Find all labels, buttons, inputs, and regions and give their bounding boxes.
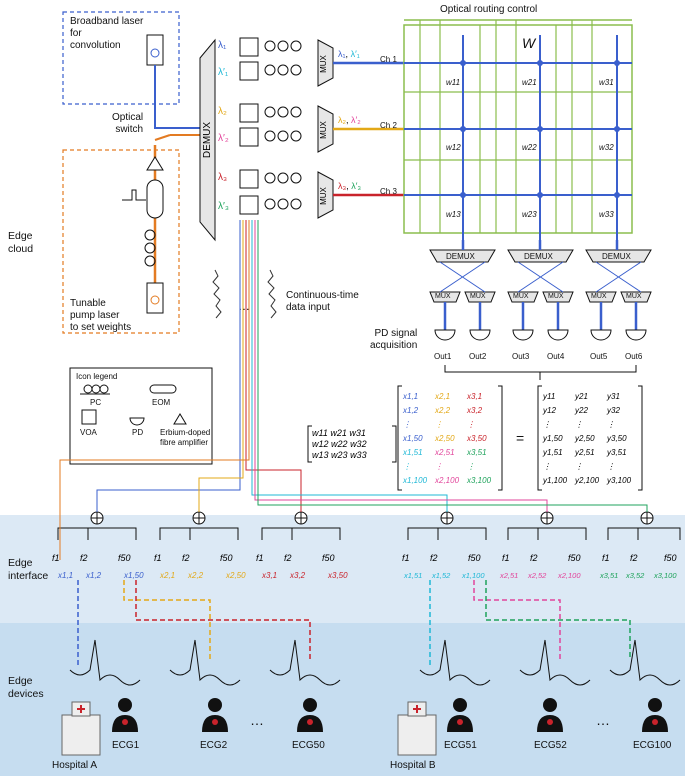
hospital-icon-a <box>61 701 101 756</box>
hospital-b-trees <box>407 511 681 540</box>
svg-text:λ′₃: λ′₃ <box>218 201 229 212</box>
ecg-waveforms <box>69 639 681 686</box>
ellipsis-a: … <box>250 712 264 728</box>
ecg1-label: ECG1 <box>112 740 140 751</box>
mux-label-5: MUX <box>591 293 607 300</box>
weight-w13: w13 <box>446 210 461 219</box>
optical-switch-label: Optical switch <box>112 112 144 135</box>
mux-label-6: MUX <box>626 293 642 300</box>
mux-label-2: MUX <box>470 293 486 300</box>
svg-text:λ₁, λ′₁: λ₁, λ′₁ <box>338 49 360 59</box>
demux-label-3: DEMUX <box>602 252 631 261</box>
mux-boxes <box>317 39 334 219</box>
hospital-icon-b <box>397 701 437 756</box>
svg-text:λ₂, λ′₂: λ₂, λ′₂ <box>338 115 361 125</box>
broadband-laser-icon <box>146 34 164 66</box>
out-4: Out4 <box>547 352 565 361</box>
out-5: Out5 <box>590 352 608 361</box>
tunable-laser-box <box>62 149 180 334</box>
tunable-laser-icon <box>146 282 164 314</box>
weight-w32: w32 <box>599 143 614 152</box>
legend-pc: PC <box>90 398 102 407</box>
svg-text:λ′₂: λ′₂ <box>218 133 229 144</box>
voa-rows <box>239 37 259 215</box>
svg-text:MUX: MUX <box>319 120 328 138</box>
weight-w11: w11 <box>446 78 461 87</box>
mux-label-4: MUX <box>548 293 564 300</box>
svg-text:DEMUX: DEMUX <box>202 122 213 158</box>
demux-label-2: DEMUX <box>524 252 553 261</box>
svg-text:λ₃, λ′₃: λ₃, λ′₃ <box>338 181 361 191</box>
channel-3: Ch 3 <box>380 187 397 196</box>
out-3: Out3 <box>512 352 530 361</box>
weight-w23: w23 <box>522 210 537 219</box>
routing-control-label: Optical routing control <box>440 4 538 15</box>
hospital-b-label: Hospital B <box>390 760 436 771</box>
legend-edfa: Erbium-doped fibre amplifier <box>160 428 211 447</box>
patient-icons <box>112 698 668 732</box>
w-matrix: w11 w21 w31 w12 w22 w32 w13 w23 w33 <box>312 428 367 460</box>
out-6: Out6 <box>625 352 643 361</box>
mux-label-3: MUX <box>513 293 529 300</box>
ellipsis-b: … <box>596 712 610 728</box>
edge-devices-label: Edge devices <box>8 675 44 700</box>
weight-w31: w31 <box>599 78 614 87</box>
edge-cloud-label: Edge cloud <box>8 230 34 255</box>
hospital-a-trees <box>57 511 341 540</box>
equals-sign: = <box>516 430 525 446</box>
signal-wave-2 <box>267 269 277 319</box>
pc-icon <box>144 229 156 267</box>
pd-icons <box>434 329 647 341</box>
matrix-w-label: W <box>522 35 536 51</box>
svg-text:MUX: MUX <box>319 54 328 72</box>
weight-w22: w22 <box>522 143 537 152</box>
weight-w33: w33 <box>599 210 614 219</box>
ecg100-label: ECG100 <box>633 740 672 751</box>
legend-pd: PD <box>132 428 144 437</box>
edge-devices-band <box>0 623 685 776</box>
svg-text:λ₃: λ₃ <box>218 172 227 183</box>
svg-text:…: … <box>238 299 250 313</box>
demux-label-1: DEMUX <box>446 252 475 261</box>
svg-text:λ′₁: λ′₁ <box>218 67 229 78</box>
ecg52-label: ECG52 <box>534 740 567 751</box>
continuous-input-label: Continuous-time data input <box>286 290 359 313</box>
weight-w12: w12 <box>446 143 461 152</box>
out-1: Out1 <box>434 352 452 361</box>
mux-label-1: MUX <box>435 293 451 300</box>
out-2: Out2 <box>469 352 487 361</box>
tunable-laser-label: Tunable pump laser to set weights <box>70 298 132 333</box>
weight-w21: w21 <box>522 78 537 87</box>
demux-main <box>199 38 216 242</box>
ecg50-label: ECG50 <box>292 740 325 751</box>
ecg51-label: ECG51 <box>444 740 477 751</box>
edge-interface-band <box>0 515 685 623</box>
hospital-a-label: Hospital A <box>52 760 98 771</box>
legend-voa: VOA <box>80 428 97 437</box>
pd-acquisition-label: PD signal acquisition <box>370 328 418 351</box>
broadband-laser-label: Broadband laser for convolution <box>70 16 144 51</box>
channel-2: Ch 2 <box>380 121 397 130</box>
svg-text:MUX: MUX <box>319 186 328 204</box>
legend-title: Icon legend <box>76 372 118 381</box>
channel-1: Ch 1 <box>380 55 397 64</box>
ecg2-label: ECG2 <box>200 740 228 751</box>
icon-legend-box <box>69 367 213 465</box>
broadband-laser-box <box>62 11 180 105</box>
svg-text:λ₂: λ₂ <box>218 106 227 117</box>
eom-icon <box>146 179 164 219</box>
edge-interface-label: Edge interface <box>8 557 49 582</box>
edfa-icon <box>146 156 164 171</box>
svg-text:λ₁: λ₁ <box>218 40 227 51</box>
pc-rows <box>264 40 302 210</box>
signal-wave-1 <box>212 269 222 319</box>
legend-eom: EOM <box>152 398 171 407</box>
